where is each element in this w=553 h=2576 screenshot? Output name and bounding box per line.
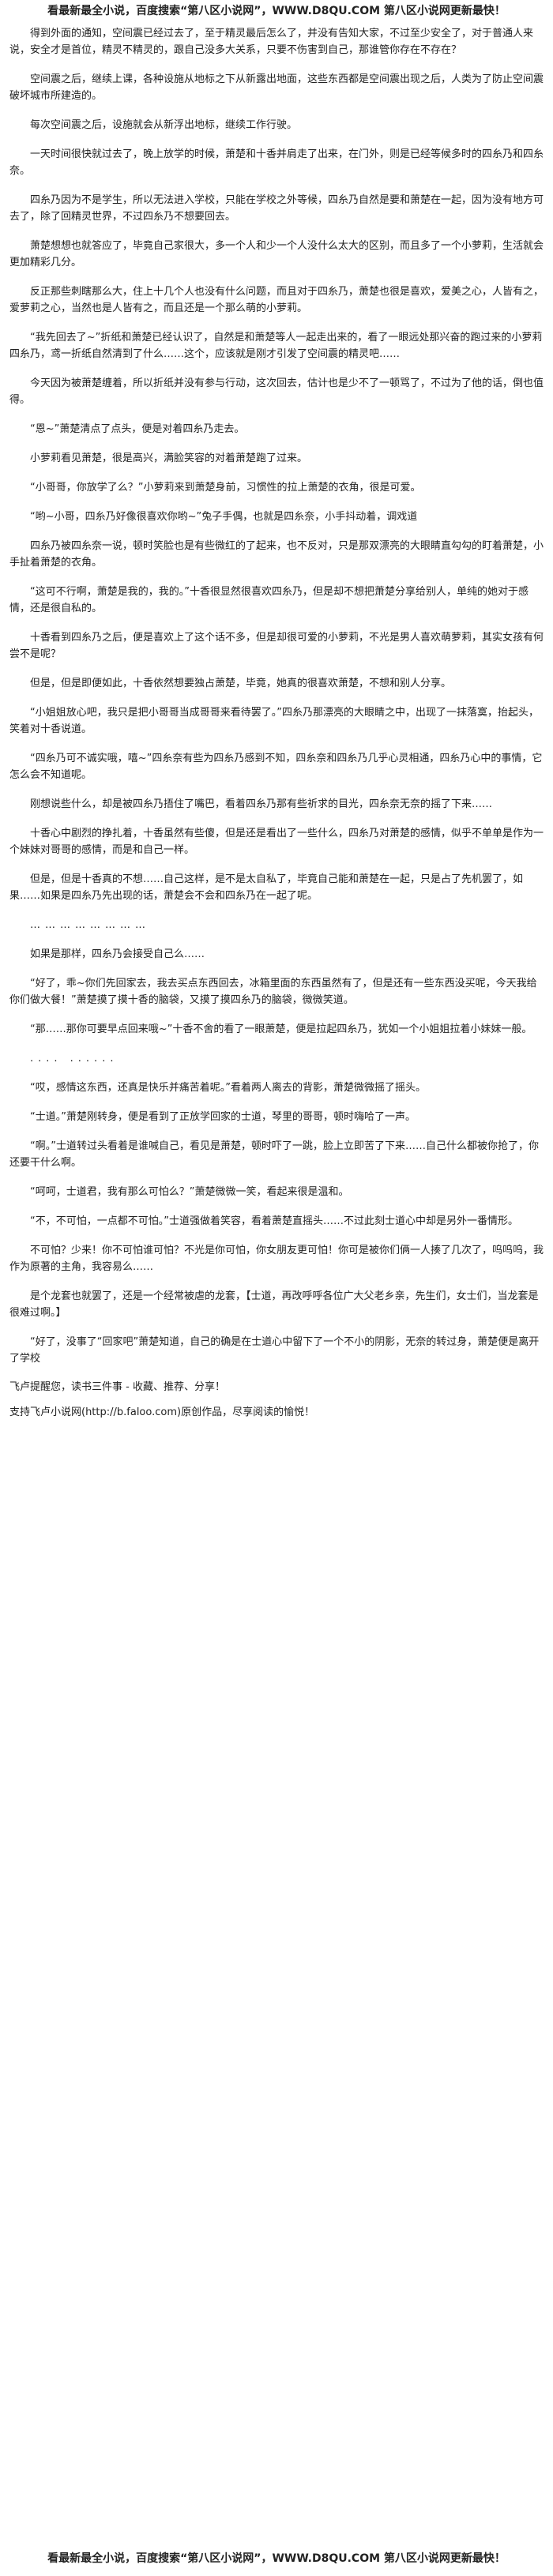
reminder-text: 飞卢提醒您，读书三件事 - 收藏、推荐、分享！: [9, 1381, 225, 1393]
paragraph: 小萝莉看见萧楚，很是高兴，满脸笑容的对着萧楚跑了过来。: [30, 452, 308, 464]
paragraph: 萧楚想想也就答应了，毕竟自己家很大，多一个人和少一个人没什么太大的区别，而且多了…: [9, 240, 544, 268]
paragraph: “哟~小哥，四糸乃好像很喜欢你哟~”兔子手偶，也就是四糸奈，小手抖动着，调戏道: [30, 511, 418, 523]
paragraph: “呵呵，士道君，我有那么可怕么？”萧楚微微一笑，看起来很是温和。: [30, 1186, 349, 1198]
paragraph: 刚想说些什么，却是被四糸乃捂住了嘴巴，看着四糸乃那有些祈求的目光，四糸奈无奈的摇…: [30, 798, 493, 810]
paragraph: 今天因为被萧楚缠着，所以折纸并没有参与行动，这次回去，估计也是少不了一顿骂了，不…: [9, 377, 544, 406]
paragraph: 空间震之后，继续上课，各种设施从地标之下从新露出地面，这些东西都是空间震出现之后…: [9, 73, 544, 102]
paragraph: “恩~”萧楚清点了点头，便是对着四糸乃走去。: [30, 423, 245, 435]
paragraph: “哎，感情这东西，还真是快乐并痛苦着呢。”看着两人离去的背影，萧楚微微摇了摇头。: [30, 1082, 426, 1094]
paragraph: “好了，乖~你们先回家去，我去买点东西回去，冰箱里面的东西虽然有了，但是还有一些…: [9, 978, 537, 1006]
paragraph: “那……那你可要早点回来哦~”十香不舍的看了一眼萧楚，便是拉起四糸乃，犹如一个小…: [30, 1023, 532, 1035]
paragraph: 每次空间震之后，设施就会从新浮出地标，继续工作行驶。: [30, 119, 298, 131]
chapter-content: 得到外面的通知，空间震已经过去了，至于精灵最后怎么了，并没有告知大家，不过至少安…: [0, 21, 553, 1421]
ellipsis-divider: .... ......: [30, 1053, 118, 1065]
paragraph: “四糸乃可不诚实哦，嘻~”四糸奈有些为四糸乃感到不知，四糸奈和四糸乃几乎心灵相通…: [9, 753, 543, 781]
paragraph: “不，不可怕，一点都不可怕。”士道强做着笑容，看着萧楚直摇头……不过此刻士道心中…: [30, 1215, 518, 1227]
paragraph: 一天时间很快就过去了，晚上放学的时候，萧楚和十香并肩走了出来，在门外，则是已经等…: [9, 148, 544, 177]
site-banner-bottom: 看最新最全小说，百度搜索“第八区小说网”，WWW.D8QU.COM 第八区小说网…: [47, 2552, 506, 2565]
paragraph: 但是，但是即便如此，十香依然想要独占萧楚，毕竟，她真的很喜欢萧楚，不想和别人分享…: [30, 678, 452, 689]
paragraph: 但是，但是十香真的不想……自己这样，是不是太自私了，毕竟自己能和萧楚在一起，只是…: [9, 873, 524, 902]
paragraph: 十香心中剧烈的挣扎着，十香虽然有些傻，但是还是看出了一些什么，四糸乃对萧楚的感情…: [9, 828, 544, 856]
paragraph: “好了，没事了“回家吧”萧楚知道，自己的确是在士道心中留下了一个不小的阴影，无奈…: [9, 1336, 540, 1365]
paragraph: “这可不行啊，萧楚是我的，我的。”十香很显然很喜欢四糸乃，但是却不想把萧楚分享给…: [9, 586, 529, 614]
support-text: 支持飞卢小说网(http://b.faloo.com)原创作品，尽享阅读的愉悦！: [9, 1406, 315, 1418]
paragraph: “啊。”士道转过头看着是谁喊自己，看见是萧楚，顿时吓了一跳，脸上立即苦了下来………: [9, 1140, 539, 1169]
site-banner-top: 看最新最全小说，百度搜索“第八区小说网”，WWW.D8QU.COM 第八区小说网…: [47, 5, 506, 17]
paragraph: 是个龙套也就罢了，还是一个经常被虐的龙套，【士道，再改呼呼各位广大父老乡亲，先生…: [9, 1290, 539, 1319]
paragraph: 不可怕？少来！你不可怕谁可怕？不光是你可怕，你女朋友更可怕！你可是被你们俩一人揍…: [9, 1245, 544, 1273]
paragraph: “小姐姐放心吧，我只是把小哥哥当成哥哥来看待罢了。”四糸乃那漂亮的大眼睛之中，出…: [9, 707, 539, 735]
paragraph: 四糸乃因为不是学生，所以无法进入学校，只能在学校之外等候，四糸乃自然是要和萧楚在…: [9, 194, 544, 223]
paragraph: “士道。”萧楚刚转身，便是看到了正放学回家的士道，琴里的哥哥，顿时嗨哈了一声。: [30, 1111, 416, 1123]
paragraph: 反正那些刺瞎那么大，住上十几个人也没有什么问题，而且对于四糸乃，萧楚也很是喜欢，…: [9, 286, 544, 314]
paragraph: 四糸乃被四糸奈一说，顿时笑脸也是有些微红的了起来，也不反对，只是那双漂亮的大眼睛…: [9, 540, 544, 569]
paragraph: 得到外面的通知，空间震已经过去了，至于精灵最后怎么了，并没有告知大家，不过至少安…: [9, 28, 534, 56]
paragraph: 十香看到四糸乃之后，便是喜欢上了这个话不多，但是却很可爱的小萝莉，不光是男人喜欢…: [9, 632, 544, 660]
paragraph: 如果是那样，四糸乃会接受自己么……: [30, 948, 205, 960]
ellipsis-divider: ……………………: [30, 919, 150, 931]
paragraph: “小哥哥，你放学了么？”小萝莉来到萧楚身前，习惯性的拉上萧楚的衣角，很是可爱。: [30, 482, 421, 494]
paragraph: “我先回去了~”折纸和萧楚已经认识了，自然是和萧楚等人一起走出来的，看了一眼远处…: [9, 332, 543, 360]
